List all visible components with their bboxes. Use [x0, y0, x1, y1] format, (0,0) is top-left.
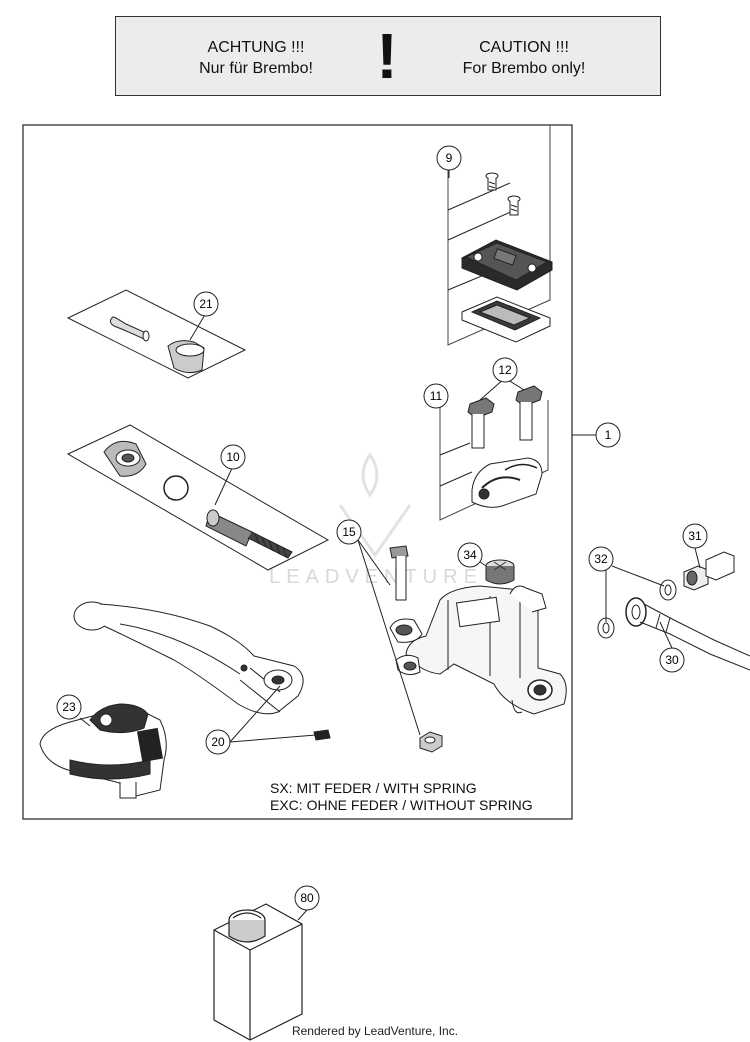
callout-15: 15: [336, 519, 362, 545]
warning-german-title: ACHTUNG !!!: [207, 39, 305, 56]
part-30-brake-hose: [625, 597, 750, 671]
part-15-pivot-bolt: [389, 545, 443, 753]
callout-10: 10: [220, 444, 246, 470]
callout-31: 31: [682, 523, 708, 549]
cap-screw: [485, 172, 499, 191]
part-21-group: [66, 289, 247, 379]
callout-11: 11: [423, 383, 449, 409]
svg-text:1: 1: [605, 428, 612, 442]
svg-text:80: 80: [300, 891, 314, 905]
part-1-master-cylinder: [389, 585, 567, 715]
part-32-washers: [597, 579, 677, 639]
exclamation-icon: !: [376, 20, 398, 92]
warning-german-text: Nur für Brembo!: [199, 60, 313, 77]
reservoir-cap: [461, 239, 553, 291]
svg-text:9: 9: [446, 151, 453, 165]
part-11-clamp-group: [439, 385, 549, 521]
clamp-bolt: [467, 397, 495, 449]
pushrod-boot: [167, 340, 205, 374]
svg-text:32: 32: [594, 552, 608, 566]
svg-text:31: 31: [688, 529, 702, 543]
svg-text:11: 11: [430, 389, 443, 403]
brake-lever: [73, 601, 304, 715]
svg-text:30: 30: [665, 653, 679, 667]
callout-9: 9: [436, 145, 462, 171]
warning-german: ACHTUNG !!! Nur für Brembo!: [146, 37, 366, 79]
part-23-lever-guard: [39, 703, 167, 799]
render-credit: Rendered by LeadVenture, Inc.: [291, 1024, 459, 1038]
handlebar-clamp: [471, 457, 543, 508]
callout-30: 30: [659, 647, 685, 673]
piston-boot: [103, 440, 147, 477]
callout-20: 20: [205, 729, 231, 755]
watermark: LEADVENTURE: [269, 566, 483, 588]
circlip: [163, 475, 189, 501]
callout-12: 12: [492, 357, 518, 383]
warning-english: CAUTION !!! For Brembo only!: [414, 37, 634, 79]
svg-text:15: 15: [342, 525, 356, 539]
callout-23: 23: [56, 694, 82, 720]
svg-text:34: 34: [463, 548, 477, 562]
callout-34: 34: [457, 542, 483, 568]
part-80-brake-fluid-bottle: [213, 903, 303, 1041]
warning-english-text: For Brembo only!: [462, 60, 586, 77]
callout-32: 32: [588, 546, 614, 572]
part-34-cap: [485, 559, 515, 585]
svg-text:23: 23: [62, 700, 76, 714]
piston: [205, 509, 293, 559]
part-10-group: [66, 424, 330, 571]
part-15-nut: [419, 731, 443, 753]
svg-text:12: 12: [498, 363, 512, 377]
pushrod-pin: [109, 316, 150, 342]
note-exc-without-spring: EXC: OHNE FEDER / WITHOUT SPRING: [270, 797, 533, 813]
callout-1: 1: [595, 422, 621, 448]
svg-text:10: 10: [226, 450, 240, 464]
note-sx-with-spring: SX: MIT FEDER / WITH SPRING: [270, 780, 477, 796]
part-31-banjo-bolt: [683, 551, 735, 591]
part-9-reservoir-cap-group: [447, 125, 553, 346]
diagram-frame: [22, 124, 573, 820]
cap-screw: [507, 195, 521, 216]
clamp-bolt: [515, 385, 543, 441]
svg-text:21: 21: [199, 297, 213, 311]
reservoir-diaphragm: [461, 296, 551, 343]
callout-80: 80: [294, 885, 320, 911]
warning-english-title: CAUTION !!!: [479, 39, 569, 56]
warning-box: ACHTUNG !!! Nur für Brembo! ! CAUTION !!…: [115, 16, 661, 96]
callout-21: 21: [193, 291, 219, 317]
part-20-set-screw: [313, 729, 331, 741]
svg-text:20: 20: [211, 735, 225, 749]
